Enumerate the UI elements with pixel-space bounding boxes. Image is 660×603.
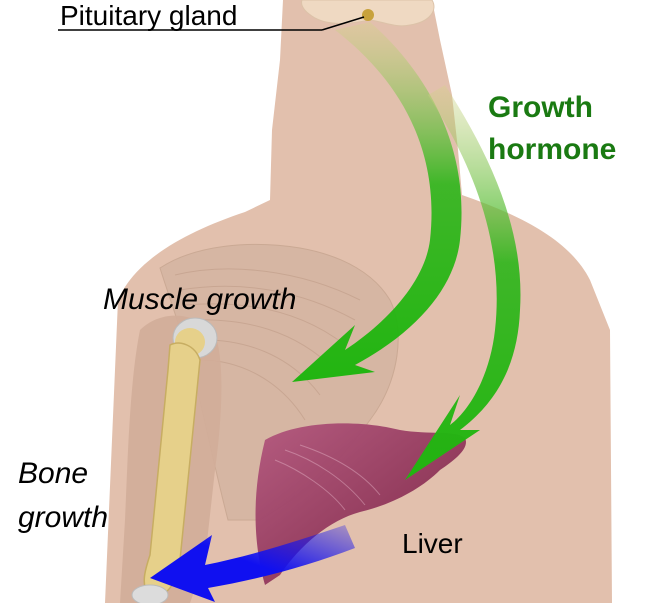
- bone-growth-label-line1: Bone: [18, 457, 88, 490]
- growth-hormone-label-line1: Growth: [488, 91, 593, 124]
- pituitary-gland: [362, 9, 374, 21]
- hormone-arrow-to-muscle: [292, 22, 462, 382]
- pituitary-leader-angle: [321, 16, 365, 31]
- growth-hormone-label-line2: hormone: [488, 133, 616, 166]
- humerus-bone: [131, 317, 218, 603]
- bone-growth-arrow: [150, 525, 355, 602]
- hormone-arrow-to-liver: [405, 85, 521, 480]
- pituitary-label: Pituitary gland: [60, 0, 237, 31]
- bone-growth-label-line2: growth: [18, 501, 108, 534]
- liver-label: Liver: [402, 528, 463, 559]
- liver-texture: [274, 444, 381, 511]
- muscle-growth-label: Muscle growth: [103, 283, 296, 316]
- liver: [255, 423, 466, 585]
